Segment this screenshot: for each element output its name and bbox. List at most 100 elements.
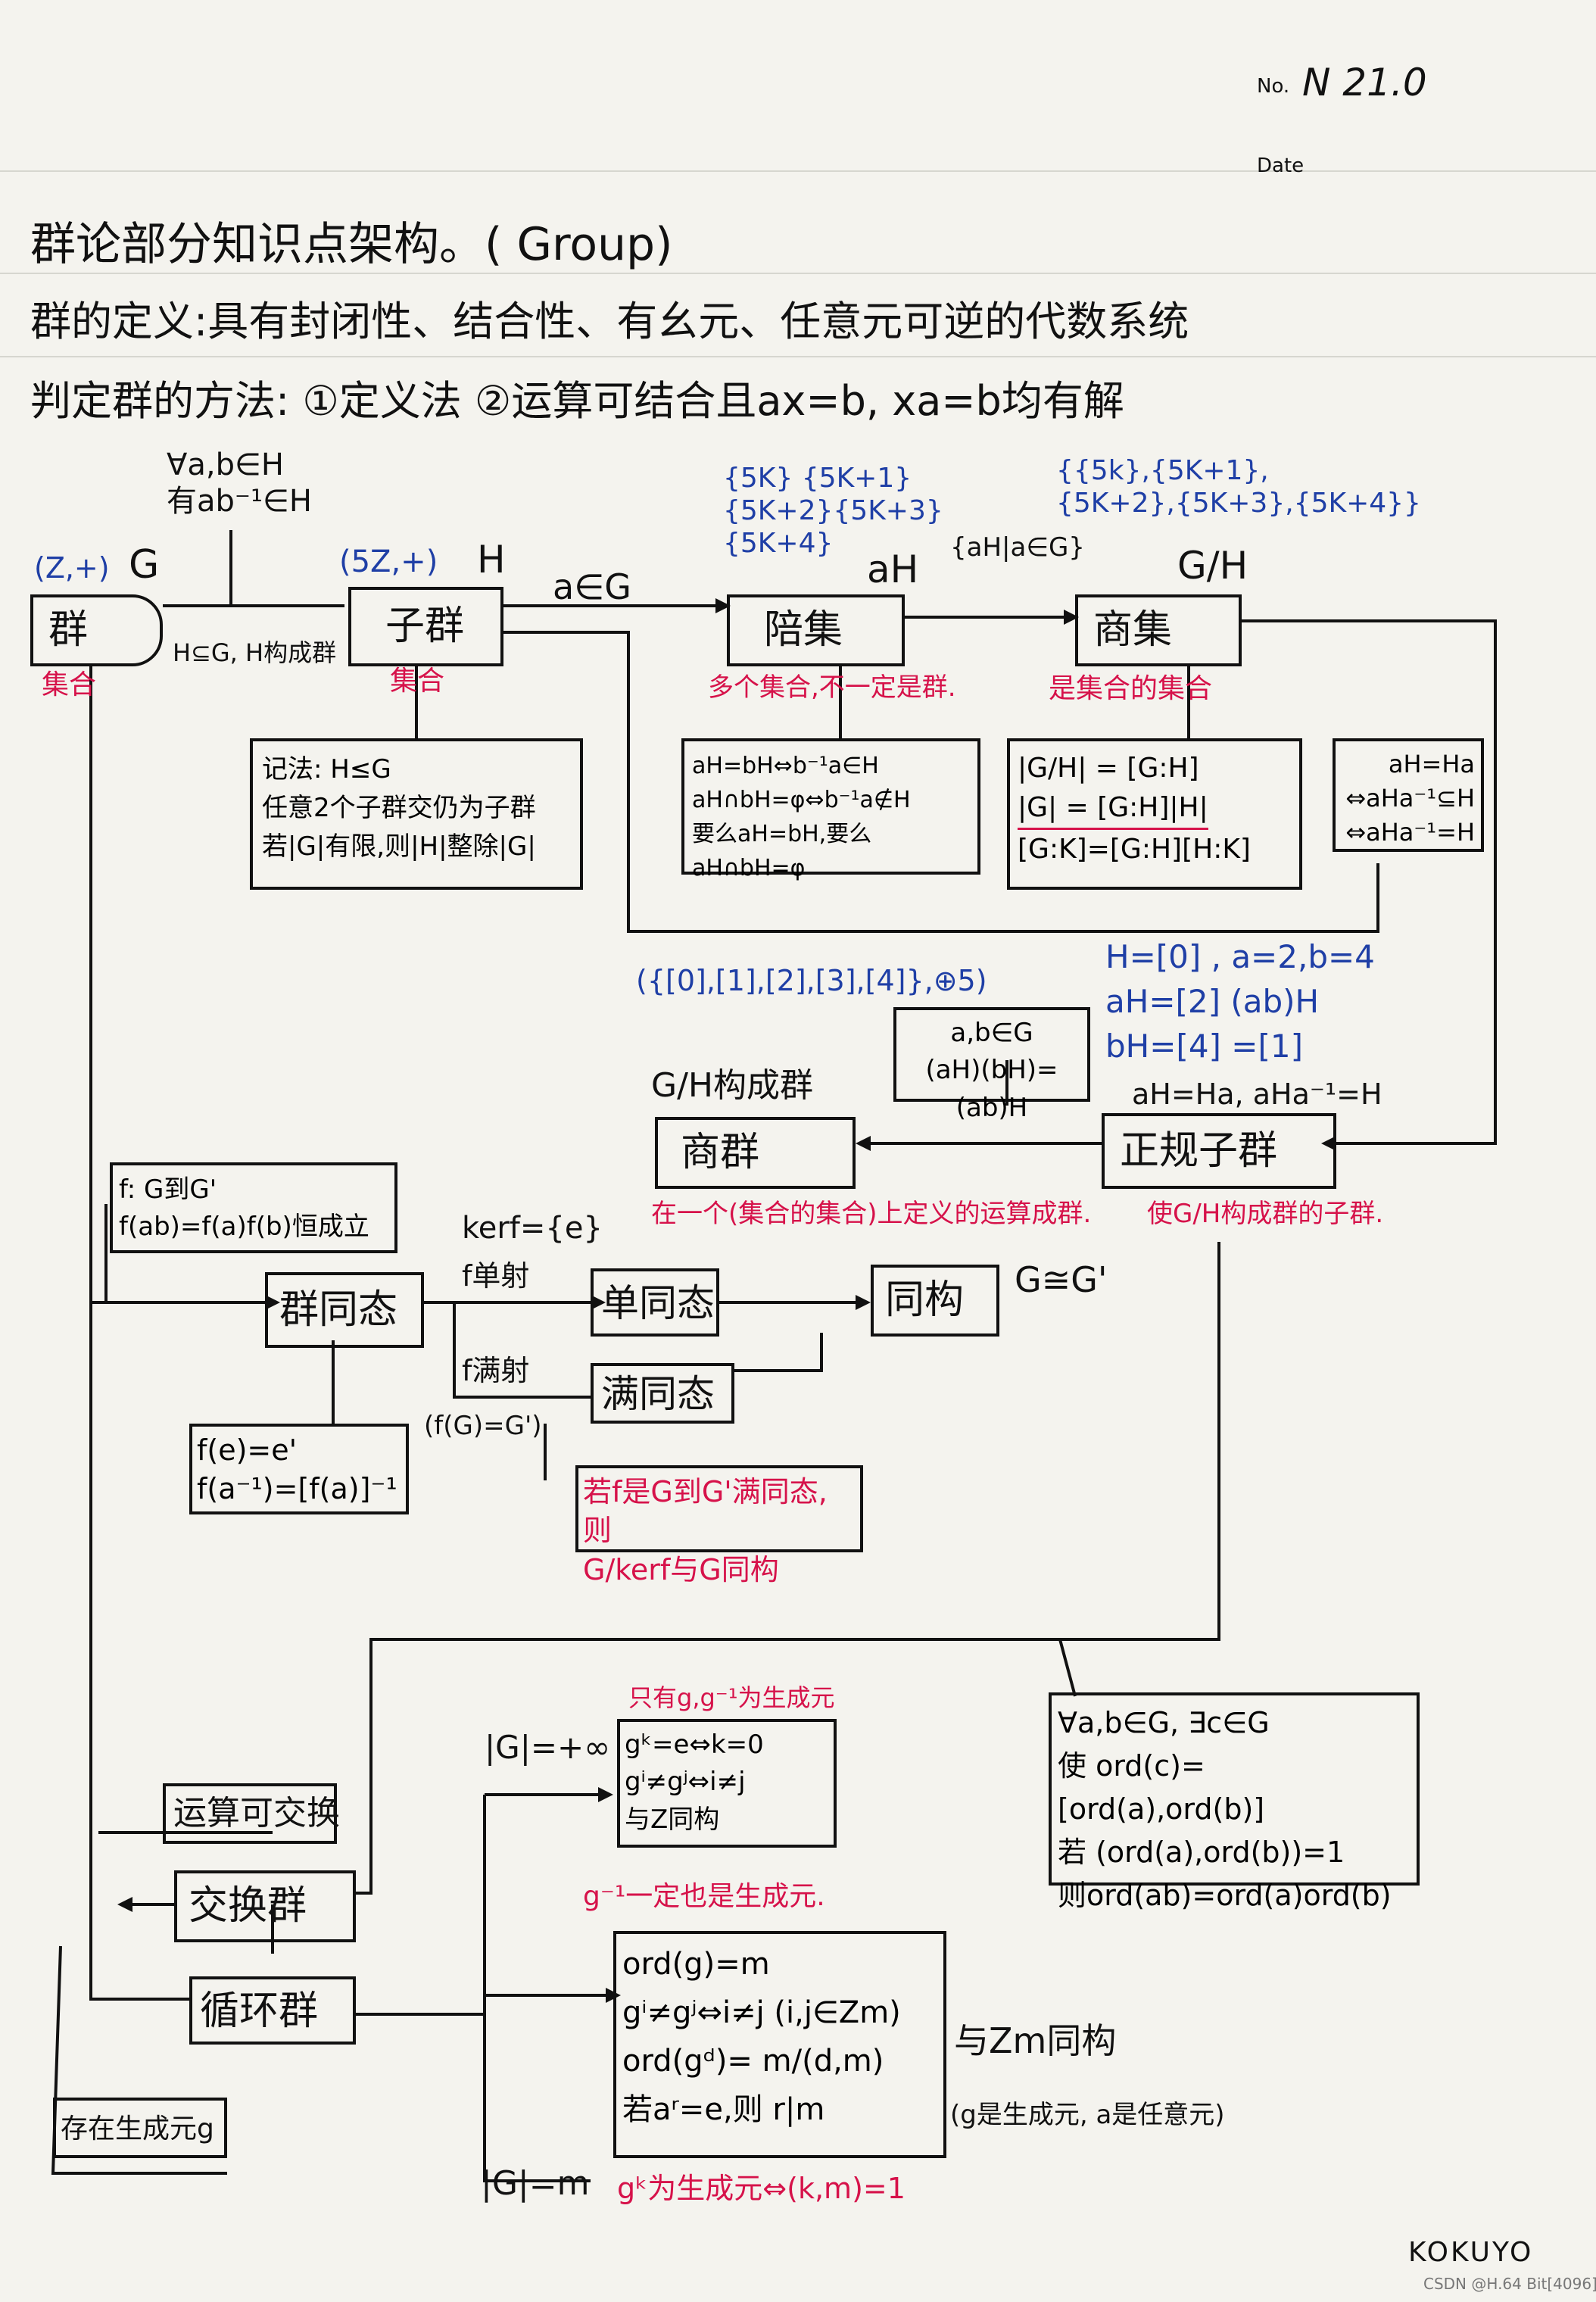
generator-node: 存在生成元g <box>53 2098 227 2158</box>
line-group-down <box>89 666 189 2001</box>
subgroup-node-label: 子群 <box>385 604 465 649</box>
group-example: (Z,+) <box>34 551 110 585</box>
ruled-line <box>0 273 1596 274</box>
quot-ex-2: {5K+2},{5K+3},{5K+4}} <box>1056 488 1421 519</box>
page-title: 群论部分知识点架构。( Group) <box>30 218 673 271</box>
H-subset-G: H⊆G, H构成群 <box>173 638 337 667</box>
iso-theorem-2: G/kerf与G同构 <box>583 1552 779 1586</box>
hom-node-label: 群同态 <box>279 1287 398 1333</box>
zm-iso: 与Zm同构 <box>954 2020 1117 2061</box>
lagrange-3: [G:K]=[G:H][H:K] <box>1018 834 1251 866</box>
normal-subgroup-label: 正规子群 <box>1120 1128 1278 1174</box>
coset-ex-3: {5K+4} <box>723 528 834 560</box>
finite-order: |G|=m <box>481 2164 590 2203</box>
subgroup-node: 子群 <box>348 587 503 666</box>
subgroup-criterion: ∀a,b∈H 有ab⁻¹∈H <box>167 447 312 519</box>
surjective-label: f满射 <box>462 1354 530 1387</box>
quotient-group-label: 商群 <box>681 1130 760 1175</box>
normal-note: 使G/H构成群的子群. <box>1147 1199 1384 1229</box>
inverse-generator-note: g⁻¹一定也是生成元. <box>583 1881 825 1912</box>
epi-node-label: 满同态 <box>601 1372 715 1416</box>
infinite-prop-1: gᵏ=e⇔k=0 <box>625 1730 764 1760</box>
coset-props-box: aH=bH⇔b⁻¹a∈H aH∩bH=φ⇔b⁻¹a∉H 要么aH=bH,要么aH… <box>681 738 980 881</box>
coset-calc-3: bH=[4] =[1] <box>1105 1027 1303 1065</box>
infinite-prop-3: 与Z同构 <box>625 1804 720 1835</box>
line-generator <box>51 1945 227 2175</box>
coset-calc-1: H=[0] , a=2,b=4 <box>1105 938 1375 975</box>
group-node: 群 <box>30 594 163 666</box>
finite-note: (g是生成元, a是任意元) <box>950 2100 1225 2130</box>
generator-label: 存在生成元g <box>61 2113 214 2144</box>
finite-prop-4: 若aʳ=e,则 r|m <box>622 2092 825 2127</box>
infinite-prop-2: gⁱ≠gʲ⇔i≠j <box>625 1767 746 1798</box>
gk-generator-note: gᵏ为生成元⇔(k,m)=1 <box>617 2172 906 2205</box>
group-node-label: 群 <box>48 607 89 653</box>
criterion-line-2: 有ab⁻¹∈H <box>167 484 312 519</box>
order-prop-2: 使 ord(c)=[ord(a),ord(b)] <box>1058 1749 1265 1826</box>
iso-symbol: G≅G' <box>1015 1259 1108 1300</box>
hom-prop-1: f(e)=e' <box>197 1433 298 1467</box>
date-label: Date <box>1257 154 1305 177</box>
hom-def-1: f: G到G' <box>119 1174 217 1205</box>
arrowhead <box>1321 1136 1336 1151</box>
hom-node: 群同态 <box>265 1272 424 1348</box>
mono-node: 单同态 <box>591 1268 719 1337</box>
lagrange-box: |G/H| = [G:H] |G| = [G:H]|H| [G:K]=[G:H]… <box>1007 738 1302 890</box>
order-lcm-box: ∀a,b∈G, ∃c∈G 使 ord(c)=[ord(a),ord(b)] 若 … <box>1049 1692 1420 1912</box>
arrowhead <box>598 1787 613 1802</box>
aH-label: aH <box>867 547 919 591</box>
H-label: H <box>477 538 506 582</box>
quotient-op-1: a,b∈G <box>950 1018 1033 1048</box>
lagrange-2: |G| = [G:H]|H| <box>1018 788 1208 831</box>
arrowhead <box>715 598 731 613</box>
arrow-epi-iso <box>734 1333 823 1372</box>
quotient-group-note: 在一个(集合的集合)上定义的运算成群. <box>651 1199 1092 1229</box>
normal-condition: aH=Ha, aHa⁻¹=H <box>1132 1078 1382 1111</box>
finite-box: ord(g)=m gⁱ≠gʲ⇔i≠j (i,j∈Zm) ord(gᵈ)= m/(… <box>613 1931 946 2158</box>
cyclic-node: 循环群 <box>189 1976 356 2045</box>
normal-subgroup-node: 正规子群 <box>1102 1113 1336 1189</box>
GH-label: G/H <box>1177 544 1248 588</box>
quot-ex-1: {{5k},{5K+1}, <box>1056 455 1269 486</box>
order-prop-1: ∀a,b∈G, ∃c∈G <box>1058 1706 1270 1739</box>
finite-prop-2: gⁱ≠gʲ⇔i≠j (i,j∈Zm) <box>622 1995 901 2030</box>
order-prop-3: 若 (ord(a),ord(b))=1 <box>1058 1836 1345 1869</box>
aH-set: {aH|a∈G} <box>950 532 1085 563</box>
criterion-line-1: ∀a,b∈H <box>167 448 284 482</box>
iso-theorem-1: 若f是G到G'满同态,则 <box>583 1475 828 1548</box>
arrow-to-order <box>1058 1639 1077 1697</box>
line-abelian-normal <box>356 1242 1220 1895</box>
mono-node-label: 单同态 <box>601 1281 715 1325</box>
group-definition: 群的定义:具有封闭性、结合性、有幺元、任意元可逆的代数系统 <box>30 298 1189 345</box>
subgroup-set-note: 集合 <box>390 666 445 697</box>
coset-note: 多个集合,不一定是群. <box>708 672 956 703</box>
order-prop-4: 则ord(ab)=ord(a)ord(b) <box>1058 1879 1392 1912</box>
arrowhead <box>591 1295 606 1310</box>
quotient-op-box: a,b∈G (aH)(bH)=(ab)H <box>893 1007 1090 1123</box>
kerf-label: kerf={e} <box>462 1211 603 1246</box>
coset-prop-2: aH∩bH=φ⇔b⁻¹a∉H <box>692 787 911 813</box>
coset-calc: H=[0] , a=2,b=4 aH=[2] (ab)H bH=[4] =[1] <box>1105 935 1375 1068</box>
normal-cond-3: ⇔aHa⁻¹=H <box>1345 817 1475 847</box>
quotient-forms-group: G/H构成群 <box>651 1066 814 1105</box>
subgroup-props-box: 记法: H≤G 任意2个子群交仍为子群 若|G|有限,则|H|整除|G| <box>250 738 583 890</box>
no-value: N 21.0 <box>1302 61 1427 104</box>
arrow-hom-epi <box>453 1302 591 1399</box>
fG-label: (f(G)=G') <box>424 1411 542 1441</box>
abelian-label: 交换群 <box>189 1883 307 1929</box>
iso-theorem-box: 若f是G到G'满同态,则 G/kerf与G同构 <box>575 1465 863 1586</box>
line-qset-normal <box>1242 619 1497 1145</box>
epi-node: 满同态 <box>591 1363 734 1424</box>
finite-prop-1: ord(g)=m <box>622 1947 770 1982</box>
arrowhead <box>117 1897 132 1912</box>
hom-prop-2: f(a⁻¹)=[f(a)]⁻¹ <box>197 1472 397 1506</box>
infinite-order: |G|=+∞ <box>485 1729 611 1766</box>
normal-cond-1: aH=Ha <box>1388 750 1475 778</box>
quotient-set-node: 商集 <box>1075 594 1242 666</box>
injective-label: f单射 <box>462 1259 530 1293</box>
group-test-methods: 判定群的方法: ①定义法 ②运算可结合且ax=b, xa=b均有解 <box>30 377 1124 425</box>
ruled-line <box>0 356 1596 357</box>
subgroup-example: (5Z,+) <box>339 544 438 579</box>
